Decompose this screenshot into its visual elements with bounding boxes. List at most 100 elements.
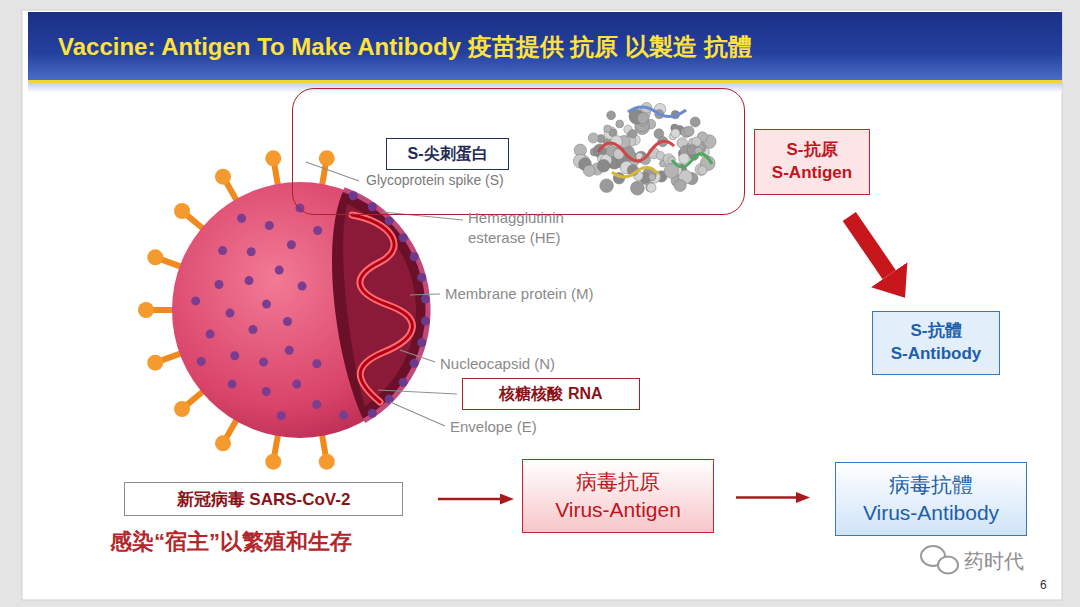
spike-stem	[161, 353, 182, 361]
membrane-dot	[277, 411, 286, 420]
envelope-rim	[344, 190, 428, 421]
membrane-dot	[292, 380, 301, 389]
spike-head	[147, 249, 163, 265]
spike-stem	[226, 419, 237, 438]
membrane-protein	[399, 233, 408, 242]
box-heading: 病毒抗體	[889, 471, 973, 499]
page-number: 6	[1040, 578, 1047, 592]
leader-line	[410, 294, 440, 295]
box-subheading: Virus-Antigen	[555, 496, 681, 524]
connector-arrow	[849, 216, 889, 274]
membrane-dot	[313, 226, 322, 235]
antigen-box: S-抗原S-Antigen	[754, 129, 870, 195]
membrane-dot	[265, 221, 274, 230]
protein-blob	[679, 153, 690, 164]
part-name: Envelope (E)	[450, 418, 537, 435]
membrane-dot	[312, 359, 321, 368]
membrane-dot	[215, 280, 224, 289]
spike-stem	[187, 391, 204, 405]
title-rule	[28, 80, 1062, 83]
membrane-protein	[410, 252, 419, 261]
membrane-dot	[248, 325, 257, 334]
membrane-dot	[262, 387, 271, 396]
box-heading: 核糖核酸 RNA	[499, 384, 602, 405]
protein-blob	[684, 126, 694, 136]
spike-stem	[152, 307, 174, 313]
spike-head	[319, 150, 335, 166]
membrane-dot	[226, 309, 235, 318]
membrane-dot	[230, 351, 239, 360]
slide-title: Vaccine: Antigen To Make Antibody 疫苗提供 抗…	[58, 31, 752, 63]
spike-frame: Glycoprotein spike (S) S-尖刺蛋白	[292, 88, 745, 215]
spike-head	[138, 302, 154, 318]
protein-blob	[671, 129, 680, 138]
part-name: Nucleocapsid (N)	[440, 355, 555, 372]
antibody-box: S-抗體S-Antibody	[872, 311, 1000, 375]
virus-body	[172, 182, 428, 438]
antigen-box: 病毒抗原Virus-Antigen	[522, 459, 714, 533]
membrane-dot	[247, 247, 256, 256]
spike-stem	[161, 259, 182, 267]
membrane-dot	[339, 411, 348, 420]
membrane-protein	[417, 338, 426, 347]
membrane-dot	[237, 214, 246, 223]
watermark: 药时代	[964, 548, 1024, 575]
protein-blob	[588, 133, 598, 143]
spike-head	[265, 454, 281, 470]
membrane-dot	[285, 346, 294, 355]
protein-blob	[649, 174, 656, 181]
part-name: Membrane protein (M)	[445, 285, 593, 302]
leader-line	[378, 390, 457, 394]
box-heading: Glycoprotein spike (S)	[366, 172, 504, 188]
membrane-protein	[417, 273, 426, 282]
virus-cutaway	[332, 190, 428, 421]
spike-stem	[274, 164, 278, 186]
membrane-dot	[296, 204, 305, 213]
protein-blob	[674, 180, 686, 192]
leader-line	[390, 402, 445, 426]
box-heading: S-尖刺蛋白	[408, 144, 488, 165]
watermark-icon	[938, 557, 958, 574]
membrane-protein	[421, 295, 430, 304]
title-band	[28, 12, 1062, 80]
spike-stem	[187, 215, 204, 229]
membrane-protein	[410, 359, 419, 368]
membrane-dot	[262, 300, 271, 309]
membrane-protein	[385, 216, 394, 225]
membrane-protein	[349, 191, 358, 200]
membrane-protein	[368, 202, 377, 211]
term-box: 核糖核酸 RNA	[462, 378, 640, 410]
box-heading: 病毒抗原	[576, 468, 660, 496]
membrane-dot	[191, 296, 200, 305]
spike-head	[265, 150, 281, 166]
protein-blob	[607, 111, 616, 120]
spike-head	[215, 169, 231, 185]
membrane-dot	[206, 330, 215, 339]
rna-strand	[352, 215, 412, 402]
protein-blob	[647, 183, 656, 192]
term-box: S-尖刺蛋白	[386, 138, 509, 170]
spike-head	[215, 435, 231, 451]
protein-ribbon	[672, 154, 712, 167]
box-heading: 新冠病毒 SARS-CoV-2	[177, 488, 351, 511]
spike-head	[174, 401, 190, 417]
note: 感染“宿主”以繁殖和生存	[110, 527, 352, 557]
rna-strand	[352, 215, 412, 402]
protein-blob	[637, 113, 648, 124]
box-subheading: Virus-Antibody	[863, 499, 999, 527]
membrane-dot	[259, 358, 268, 367]
membrane-protein	[368, 409, 377, 418]
leader-line	[306, 162, 359, 181]
protein-ribbon	[628, 107, 686, 117]
antibody-box: 病毒抗體Virus-Antibody	[835, 462, 1027, 536]
protein-blob	[628, 130, 637, 139]
protein-blob	[597, 159, 610, 172]
membrane-dot	[312, 400, 321, 409]
virus-name-box: 新冠病毒 SARS-CoV-2	[124, 482, 403, 516]
membrane-dot	[298, 282, 307, 291]
membrane-dot	[245, 276, 254, 285]
box-heading: S-抗原	[787, 139, 838, 162]
virus-interior	[343, 204, 416, 406]
membrane-protein	[385, 395, 394, 404]
spike-head	[174, 203, 190, 219]
